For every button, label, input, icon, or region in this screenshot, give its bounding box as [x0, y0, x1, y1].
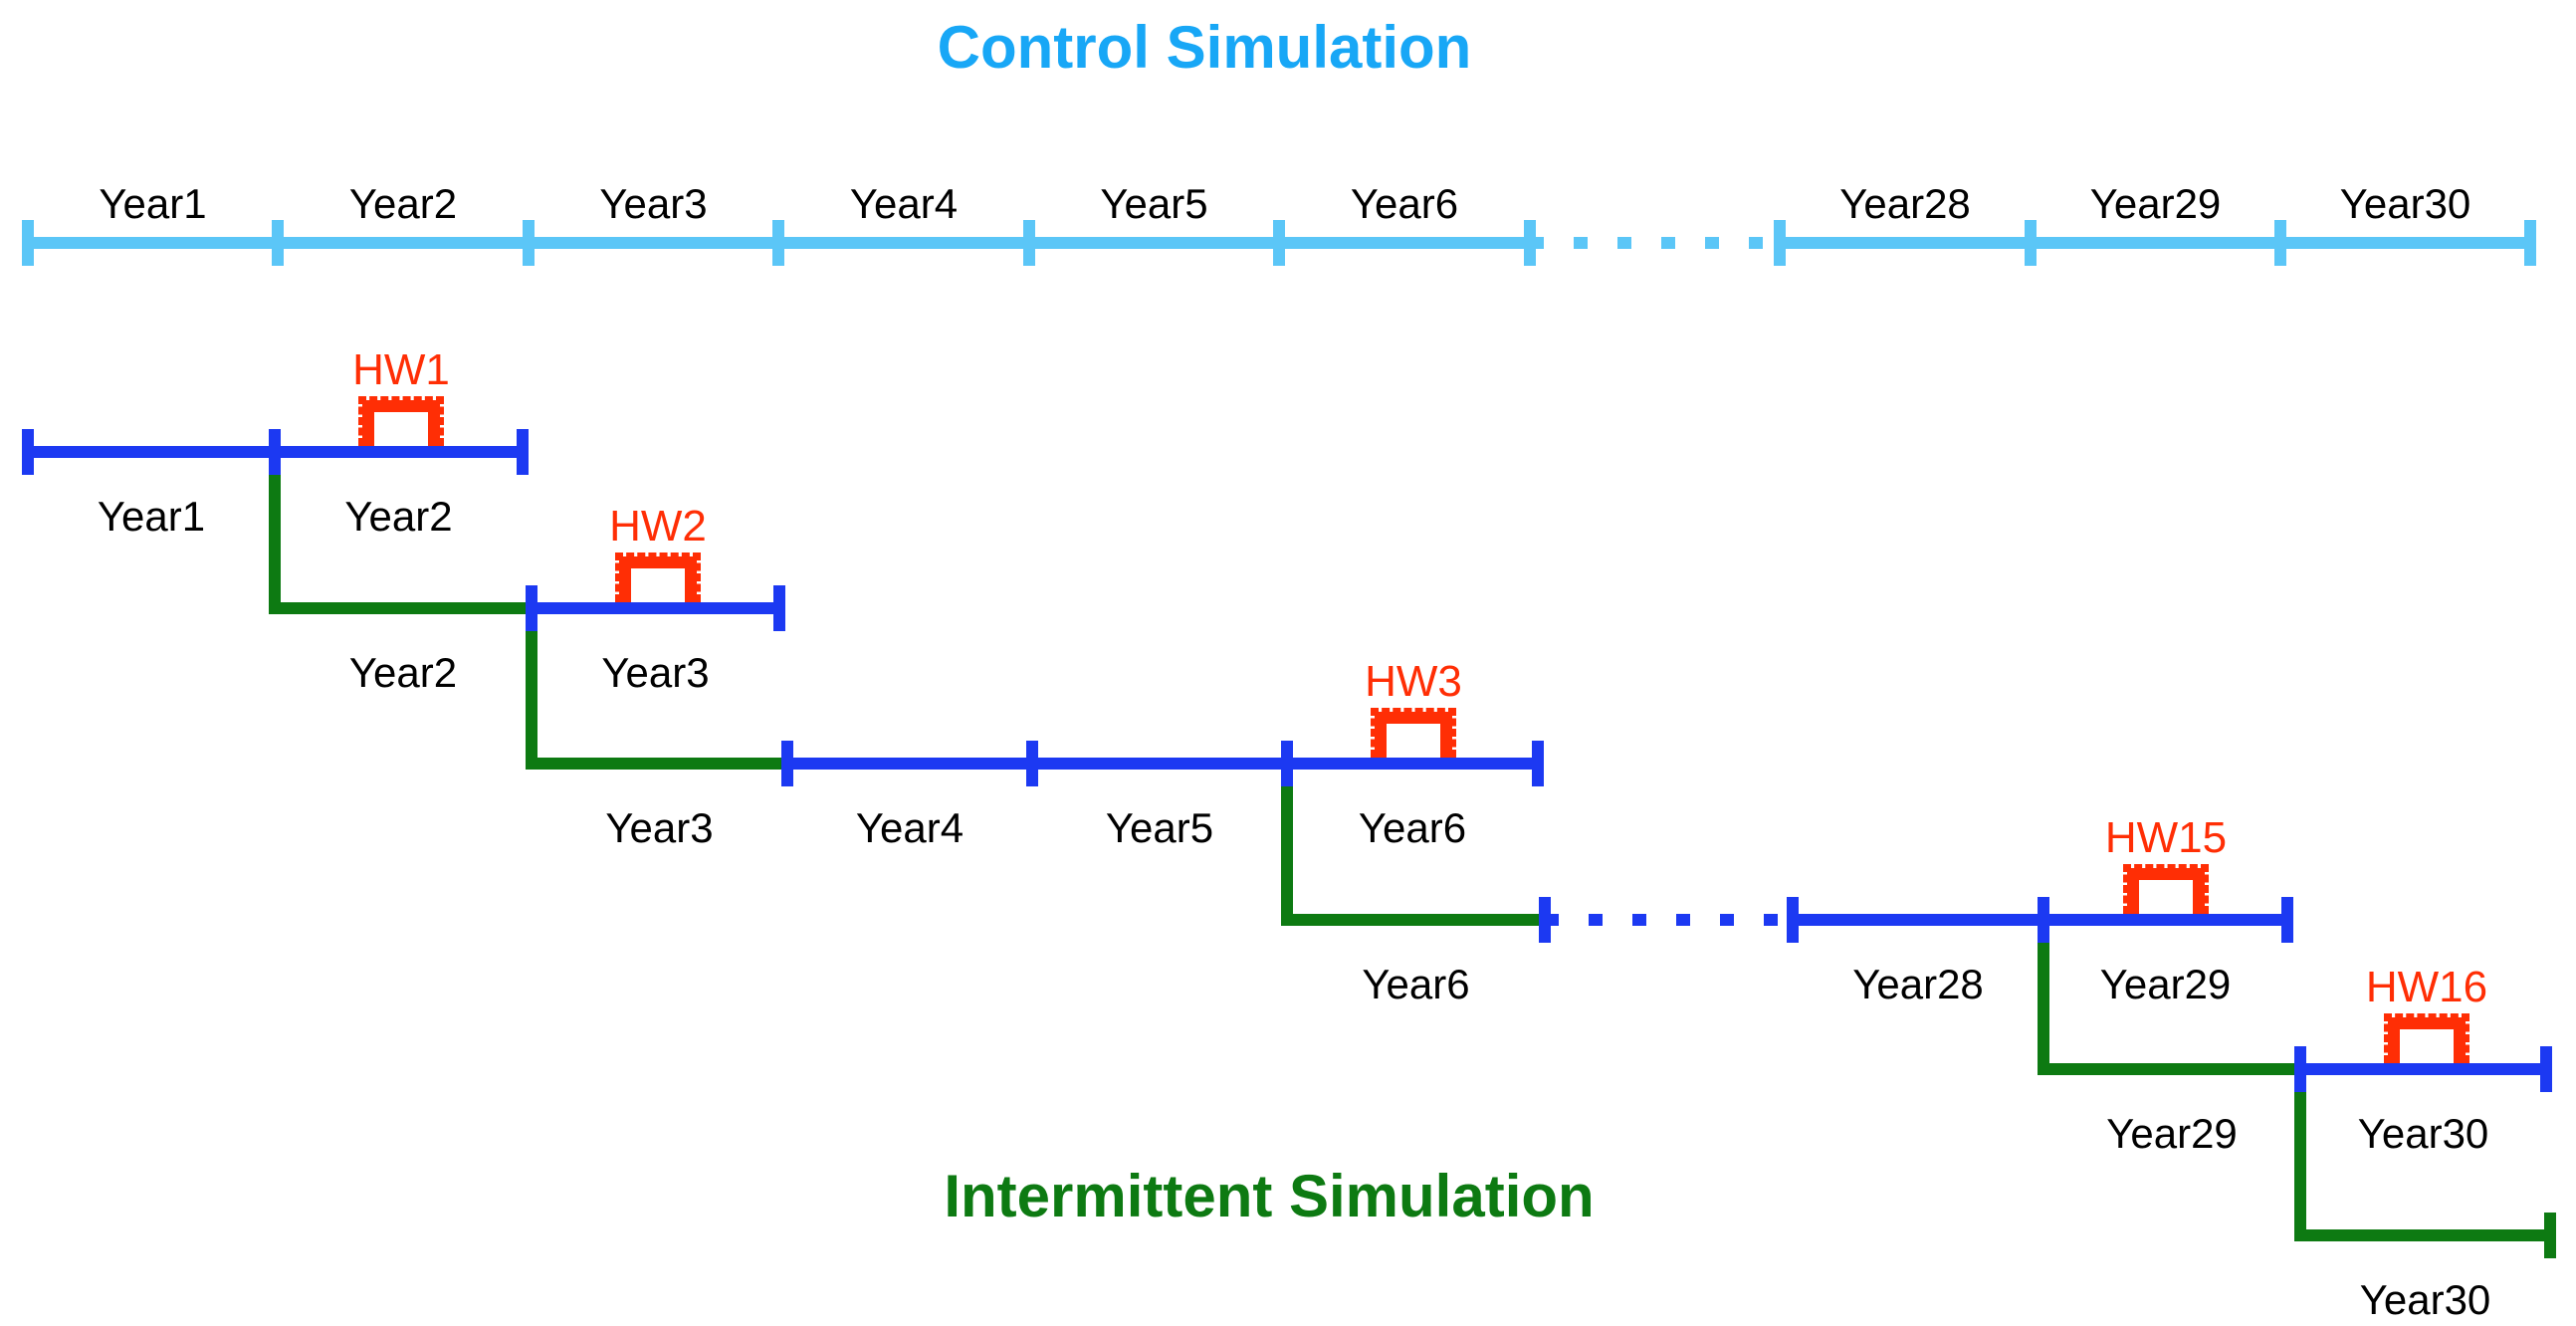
run-tick — [2281, 897, 2293, 943]
heatwave-marker — [1371, 708, 1456, 758]
year-label: Year30 — [2359, 1276, 2491, 1323]
heatwave-label: HW1 — [352, 345, 450, 394]
heatwave-marker — [2123, 864, 2209, 914]
control-tick — [22, 220, 34, 266]
run-year-segment — [1287, 758, 1538, 770]
year-label: Year5 — [1100, 180, 1208, 227]
run-year-segment — [1545, 914, 1793, 926]
year-label: Year2 — [344, 493, 453, 540]
heatwave-label: HW2 — [609, 502, 707, 551]
restart-drop-line — [1281, 764, 1293, 926]
heatwave-marker-shape — [362, 400, 440, 446]
control-tick — [772, 220, 784, 266]
restart-drop-line — [269, 452, 281, 614]
run-tick — [517, 429, 529, 475]
control-tick — [1273, 220, 1285, 266]
control-year-segment — [28, 237, 278, 249]
run-year-segment — [1793, 914, 2043, 926]
year-label: Year29 — [2106, 1110, 2238, 1157]
run-year-segment — [2043, 914, 2287, 926]
run-tick — [1281, 741, 1293, 786]
heatwave-marker — [358, 396, 444, 446]
year-label: Year30 — [2357, 1110, 2489, 1157]
control-year-segment — [278, 237, 529, 249]
run-tick — [1026, 741, 1038, 786]
year-label: Year29 — [2099, 961, 2232, 1007]
year-label: Year1 — [99, 180, 207, 227]
restart-drop-line — [2038, 920, 2049, 1075]
control-year-segment — [1279, 237, 1530, 249]
heatwave-marker-shape — [1375, 712, 1452, 758]
year-label: Year28 — [1852, 961, 1984, 1007]
control-year-segment — [778, 237, 1029, 249]
control-simulation-title: Control Simulation — [937, 14, 1472, 81]
run-year-segment — [532, 602, 779, 614]
run-tick — [22, 429, 34, 475]
year-label: Year3 — [605, 804, 714, 851]
run-tick — [2038, 897, 2049, 943]
restart-end-tick — [2544, 1213, 2556, 1258]
year-label: Year3 — [599, 180, 708, 227]
control-tick — [2274, 220, 2286, 266]
year-label: Year1 — [97, 493, 206, 540]
control-tick — [1774, 220, 1786, 266]
restart-year-line — [2043, 1063, 2300, 1075]
control-tick — [272, 220, 284, 266]
heatwave-label: HW3 — [1365, 657, 1462, 706]
year-label: Year28 — [1839, 180, 1971, 227]
run-year-segment — [275, 446, 523, 458]
heatwave-label: HW15 — [2104, 813, 2228, 862]
year-label: Year6 — [1358, 804, 1467, 851]
control-year-segment — [1530, 237, 1780, 249]
control-year-segment — [529, 237, 778, 249]
year-label: Year6 — [1350, 180, 1459, 227]
control-tick — [1524, 220, 1536, 266]
run-tick — [269, 429, 281, 475]
control-year-segment — [2280, 237, 2530, 249]
year-label: Year4 — [849, 180, 959, 227]
year-label: Year5 — [1105, 804, 1214, 851]
heatwave-marker-shape — [2388, 1017, 2466, 1063]
intermittent-simulation-title: Intermittent Simulation — [944, 1163, 1595, 1229]
run-tick — [1532, 741, 1544, 786]
control-year-segment — [2031, 237, 2280, 249]
restart-drop-line — [526, 608, 537, 770]
year-label: Year30 — [2339, 180, 2471, 227]
control-tick — [523, 220, 535, 266]
heatwave-marker-shape — [2127, 868, 2205, 914]
year-label: Year3 — [601, 649, 710, 696]
restart-year-line — [275, 602, 532, 614]
year-label: Year4 — [855, 804, 965, 851]
year-label: Year29 — [2089, 180, 2222, 227]
restart-year-line — [532, 758, 787, 770]
restart-drop-line — [2294, 1069, 2306, 1241]
run-tick — [526, 585, 537, 631]
run-tick — [2540, 1046, 2552, 1092]
year-label: Year6 — [1362, 961, 1470, 1007]
restart-year-line — [1287, 914, 1545, 926]
run-year-segment — [2300, 1063, 2546, 1075]
heatwave-label: HW16 — [2365, 963, 2488, 1011]
run-tick — [1787, 897, 1799, 943]
control-tick — [2025, 220, 2037, 266]
control-year-segment — [1780, 237, 2031, 249]
control-year-segment — [1029, 237, 1279, 249]
year-label: Year2 — [348, 180, 458, 227]
heatwave-marker-shape — [619, 556, 697, 602]
year-label: Year2 — [348, 649, 458, 696]
run-year-segment — [787, 758, 1032, 770]
run-tick — [2294, 1046, 2306, 1092]
run-year-segment — [1032, 758, 1287, 770]
heatwave-marker — [2384, 1013, 2469, 1063]
run-year-segment — [28, 446, 275, 458]
run-tick — [1539, 897, 1551, 943]
control-tick — [1023, 220, 1035, 266]
run-tick — [781, 741, 793, 786]
control-tick — [2524, 220, 2536, 266]
restart-year-line — [2300, 1229, 2550, 1241]
run-tick — [773, 585, 785, 631]
heatwave-marker — [615, 552, 701, 602]
